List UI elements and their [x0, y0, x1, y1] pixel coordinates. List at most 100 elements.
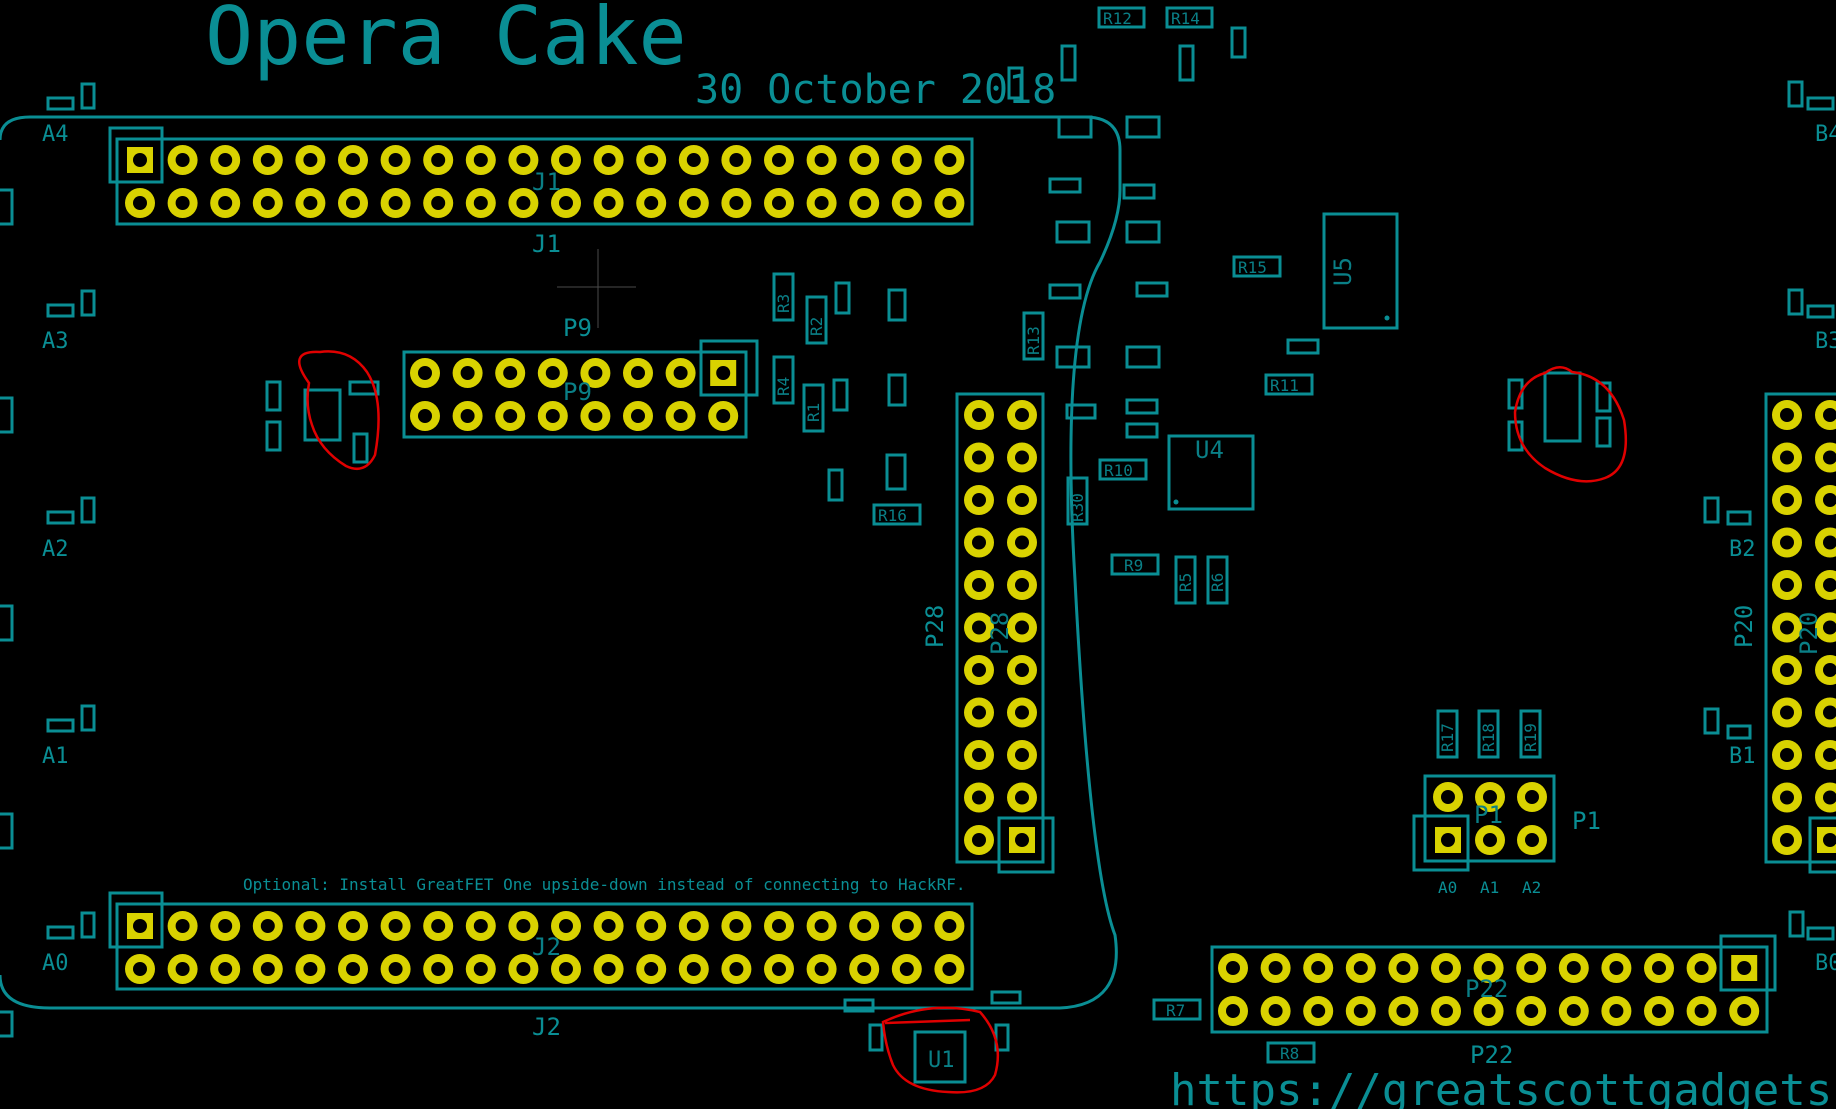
drill-hole: [175, 962, 190, 976]
drill-hole: [1780, 450, 1794, 465]
drill-hole: [545, 409, 560, 423]
p1-label-a2: A2: [1522, 878, 1541, 897]
drill-hole: [473, 153, 488, 167]
drill-hole: [1694, 961, 1709, 975]
header-p28: [955, 392, 1055, 874]
drill-hole: [1015, 790, 1029, 805]
drill-hole: [346, 962, 360, 976]
drill-hole: [644, 919, 659, 933]
drill-hole: [814, 153, 829, 167]
drill-hole: [686, 962, 701, 976]
drill-hole: [857, 962, 872, 976]
drill-hole: [1780, 790, 1794, 805]
drill-hole: [303, 919, 318, 933]
drill-hole: [673, 366, 688, 380]
drill-hole: [1780, 705, 1794, 720]
drill-hole: [1441, 833, 1455, 847]
drill-hole: [972, 790, 986, 805]
drill-hole: [899, 153, 914, 167]
small-smd-parts: [265, 26, 1835, 941]
drill-hole: [716, 366, 731, 380]
drill-hole: [972, 408, 986, 422]
drill-hole: [559, 153, 573, 167]
drill-hole: [1439, 1004, 1453, 1018]
drill-hole: [503, 366, 518, 380]
p1-label-a1: A1: [1480, 878, 1499, 897]
port-label-b1: B1: [1729, 744, 1756, 769]
drill-hole: [460, 409, 475, 423]
drill-hole: [473, 196, 488, 210]
drill-hole: [133, 153, 147, 167]
drill-hole: [431, 919, 446, 933]
drill-hole: [601, 962, 616, 976]
red-circle-annotation-2: [1513, 366, 1628, 483]
r11-ref: R11: [1270, 376, 1299, 395]
drill-hole: [418, 409, 432, 423]
drill-hole: [1780, 663, 1794, 677]
drill-hole: [218, 153, 233, 167]
r5-ref: R5: [1176, 573, 1195, 592]
drill-hole: [175, 919, 190, 933]
drill-hole: [1780, 408, 1794, 422]
drill-hole: [686, 153, 701, 167]
drill-hole: [1823, 620, 1836, 635]
drill-hole: [1823, 790, 1836, 805]
drill-hole: [1311, 1004, 1326, 1018]
drill-hole: [772, 919, 786, 933]
drill-hole: [1823, 833, 1836, 847]
drill-hole: [260, 919, 275, 933]
drill-hole: [1015, 620, 1029, 635]
drill-hole: [729, 196, 744, 210]
drill-hole: [260, 962, 275, 976]
drill-hole: [1481, 1004, 1496, 1018]
drill-hole: [473, 962, 488, 976]
drill-hole: [388, 962, 403, 976]
board-title: Opera Cake: [205, 0, 687, 83]
resistors: [772, 6, 1542, 1064]
drill-hole: [1823, 450, 1836, 465]
drill-hole: [1823, 493, 1836, 507]
drill-hole: [972, 705, 986, 720]
r14-ref: R14: [1171, 9, 1200, 28]
drill-hole: [388, 153, 403, 167]
r19-ref: R19: [1521, 723, 1540, 752]
drill-hole: [644, 153, 659, 167]
drill-hole: [942, 919, 957, 933]
j2-ref-inner: J2: [532, 933, 561, 961]
drill-hole: [1015, 450, 1029, 465]
drill-hole: [1823, 408, 1836, 422]
drill-hole: [175, 153, 190, 167]
drill-hole: [431, 196, 446, 210]
drill-hole: [1566, 961, 1581, 975]
drill-hole: [729, 919, 744, 933]
drill-hole: [1015, 705, 1029, 720]
greatfet-note: Optional: Install GreatFET One upside-do…: [243, 875, 965, 894]
p1-label-a0: A0: [1438, 878, 1457, 897]
drill-hole: [1525, 833, 1539, 847]
drill-hole: [631, 409, 645, 423]
drill-hole: [972, 578, 986, 592]
drill-hole: [1652, 961, 1666, 975]
drill-hole: [772, 153, 786, 167]
drill-hole: [1566, 1004, 1581, 1018]
r17-ref: R17: [1438, 723, 1457, 752]
chip-u4: [1167, 434, 1255, 511]
drill-hole: [218, 962, 233, 976]
drill-hole: [857, 153, 872, 167]
p9-ref: P9: [563, 314, 592, 342]
drill-hole: [516, 962, 531, 976]
r16-ref: R16: [878, 506, 907, 525]
drill-hole: [303, 962, 318, 976]
drill-hole: [972, 493, 986, 507]
drill-hole: [346, 196, 360, 210]
p22-ref-inner: P22: [1465, 975, 1508, 1003]
drill-hole: [1226, 961, 1240, 975]
r9-ref: R9: [1124, 556, 1143, 575]
drill-hole: [431, 153, 446, 167]
left-edge-connectors: [0, 188, 14, 1038]
drill-hole: [1483, 833, 1497, 847]
drill-hole: [1780, 578, 1794, 592]
drill-hole: [460, 366, 475, 380]
drill-hole: [673, 409, 688, 423]
